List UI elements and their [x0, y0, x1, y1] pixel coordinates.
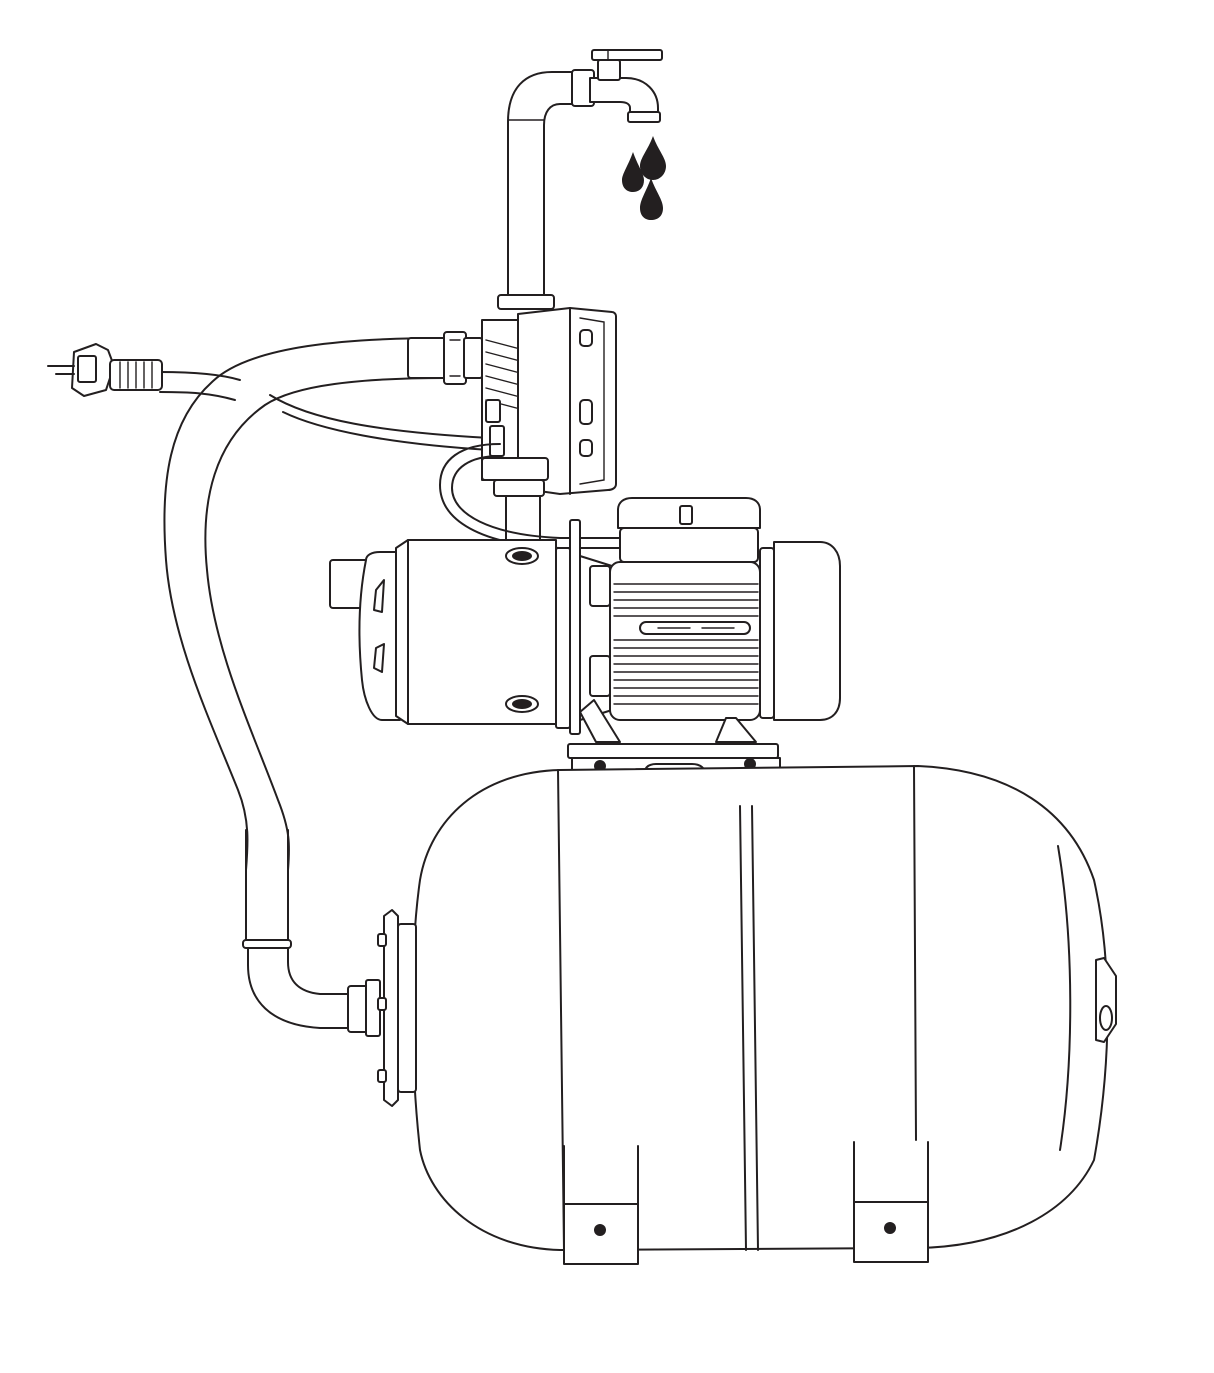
- tank-feet: [563, 1141, 929, 1265]
- electric-motor: [579, 497, 841, 743]
- power-cord-plug: [47, 343, 491, 451]
- tank-flange: [347, 909, 417, 1107]
- pressure-switch: [407, 307, 617, 541]
- water-drops: [622, 136, 666, 220]
- outlet-pipe: [497, 71, 575, 310]
- pump-body: [329, 519, 581, 735]
- pressure-tank: [411, 765, 1117, 1251]
- flexible-hose: [163, 337, 447, 1029]
- tap: [571, 49, 663, 123]
